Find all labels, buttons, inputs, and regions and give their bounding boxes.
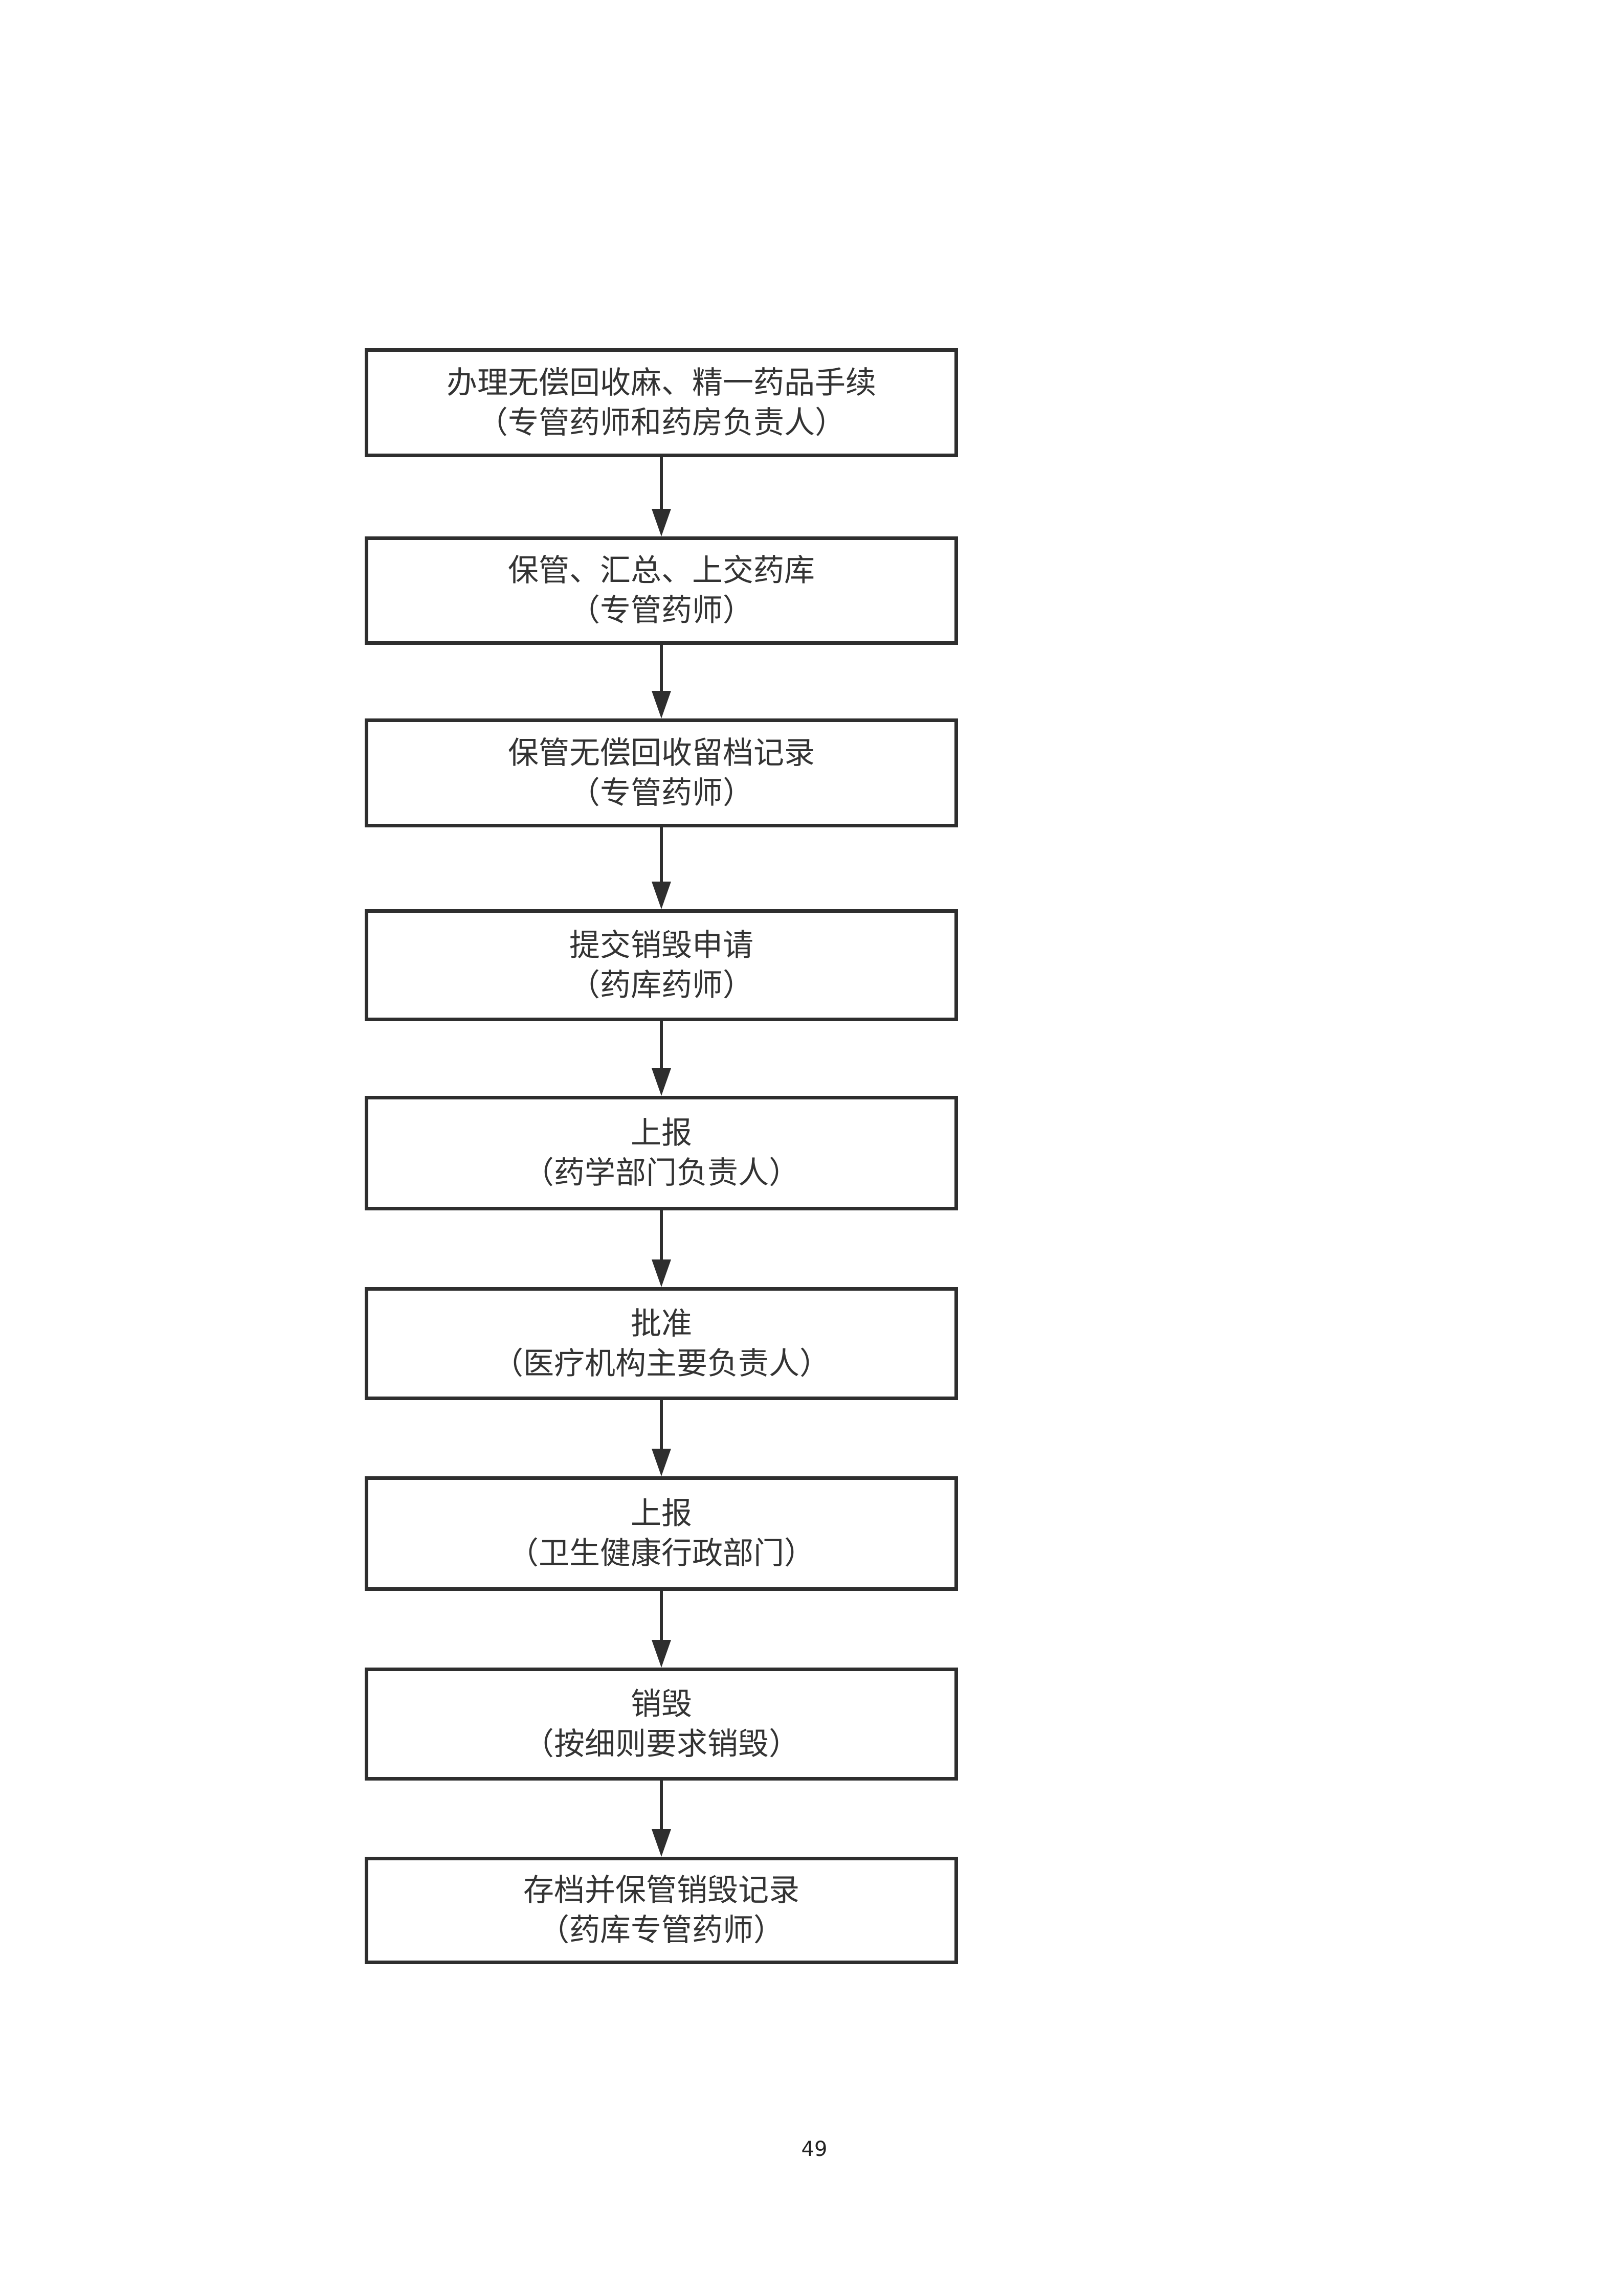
step-title: 办理无偿回收麻、精一药品手续	[447, 365, 876, 401]
page-number: 49	[801, 2137, 828, 2161]
step-title: 批准	[631, 1305, 692, 1342]
flow-step-box: 销毁 （按细则要求销毁）	[365, 1668, 958, 1781]
step-title: 销毁	[631, 1686, 692, 1722]
flow-step-box: 批准（医疗机构主要负责人）	[365, 1287, 958, 1400]
flow-step-box: 办理无偿回收麻、精一药品手续（专管药师和药房负责人）	[365, 348, 958, 457]
step-role: （专管药师）	[569, 775, 753, 811]
step-role: （专管药师）	[569, 593, 753, 628]
flow-step-box: 上报 （卫生健康行政部门）	[365, 1476, 958, 1591]
step-role: （药库药师）	[569, 967, 753, 1003]
step-title: 存档并保管销毁记录	[523, 1873, 799, 1908]
step-role: （卫生健康行政部门）	[508, 1536, 815, 1571]
step-role: （药学部门负责人）	[523, 1155, 799, 1191]
step-title: 提交销毁申请	[569, 927, 753, 963]
step-role: （医疗机构主要负责人）	[493, 1345, 830, 1382]
flow-step-box: 存档并保管销毁记录 （药库专管药师）	[365, 1857, 958, 1964]
step-role: （药库专管药师）	[539, 1912, 784, 1948]
step-role: （按细则要求销毁）	[523, 1726, 799, 1762]
flow-step-box: 上报 （药学部门负责人）	[365, 1096, 958, 1210]
step-title: 上报	[631, 1115, 692, 1151]
flow-step-box: 保管无偿回收留档记录 （专管药师）	[365, 718, 958, 827]
step-title: 保管无偿回收留档记录	[508, 735, 815, 771]
flow-step-box: 保管、汇总、上交药库 （专管药师）	[365, 536, 958, 645]
step-title: 保管、汇总、上交药库	[508, 553, 815, 589]
step-title: 上报	[631, 1496, 692, 1532]
flow-step-box: 提交销毁申请 （药库药师）	[365, 909, 958, 1021]
step-role: （专管药师和药房负责人）	[477, 404, 846, 441]
